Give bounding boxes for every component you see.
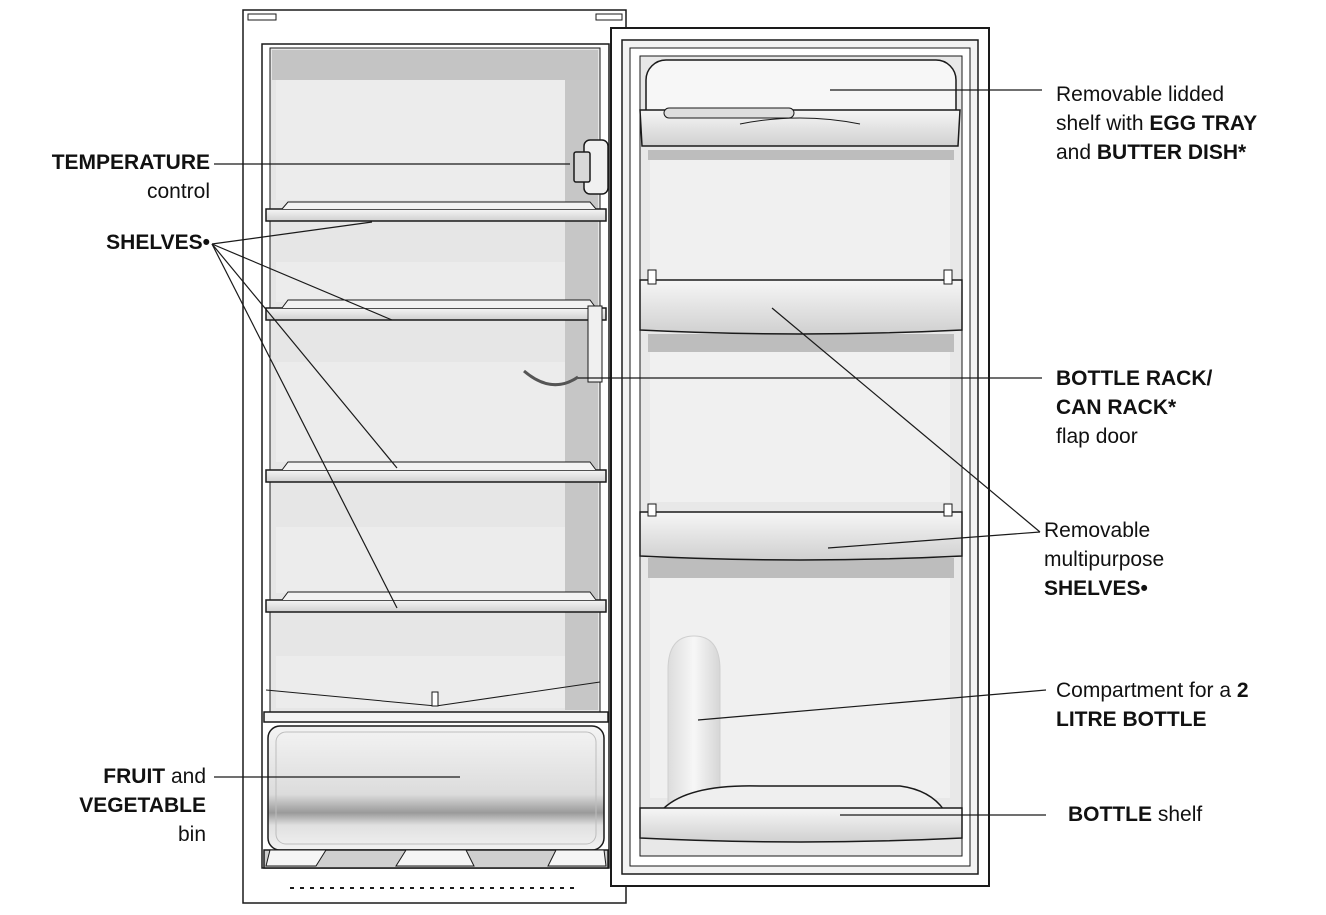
shelves-label: SHELVES• — [106, 231, 210, 254]
leader-lines — [211, 89, 1047, 816]
temperature-control-label: TEMPERATURE control — [51, 151, 210, 203]
bottle-rack-label: BOTTLE RACK/ CAN RACK* flap door — [1056, 367, 1213, 448]
lidded-shelf-label: Removable lidded shelf with EGG TRAY and… — [1056, 83, 1258, 164]
fruit-vegetable-bin-label: FRUIT and VEGETABLE bin — [79, 765, 206, 846]
fridge-cabinet — [242, 9, 627, 904]
bottle-compartment-label: Compartment for a 2 LITRE BOTTLE — [1056, 679, 1249, 731]
multipurpose-shelves-label: Removable multipurpose SHELVES• — [1044, 519, 1165, 600]
fridge-door — [610, 27, 990, 887]
bottle-shelf-label: BOTTLE shelf — [1068, 803, 1203, 826]
